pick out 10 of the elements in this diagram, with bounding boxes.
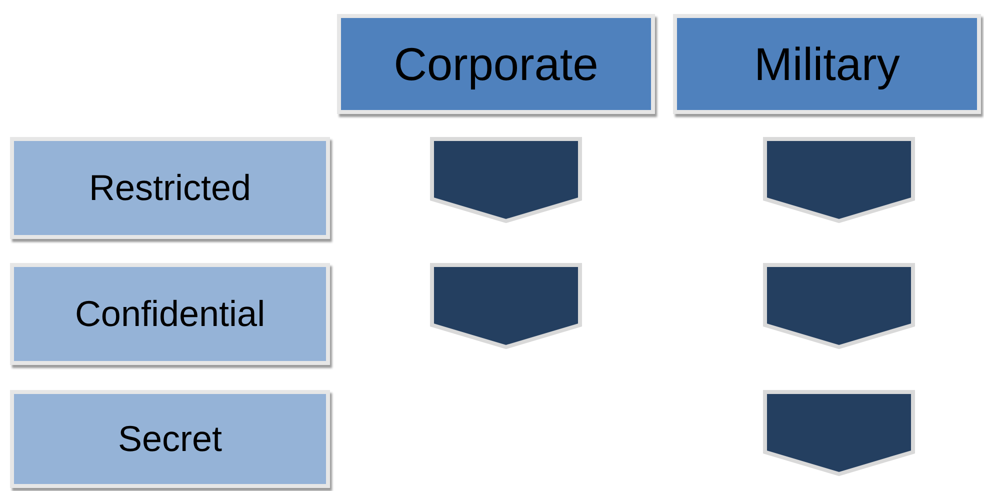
column-header: Corporate — [337, 14, 655, 114]
row-header: Confidential — [10, 263, 330, 365]
chevron-marker — [430, 263, 582, 349]
chevron-marker — [763, 390, 915, 476]
chevron-marker — [430, 137, 582, 223]
row-header: Secret — [10, 390, 330, 488]
chevron-marker — [763, 137, 915, 223]
row-header: Restricted — [10, 137, 330, 239]
column-header: Military — [673, 14, 981, 114]
chevron-marker — [763, 263, 915, 349]
